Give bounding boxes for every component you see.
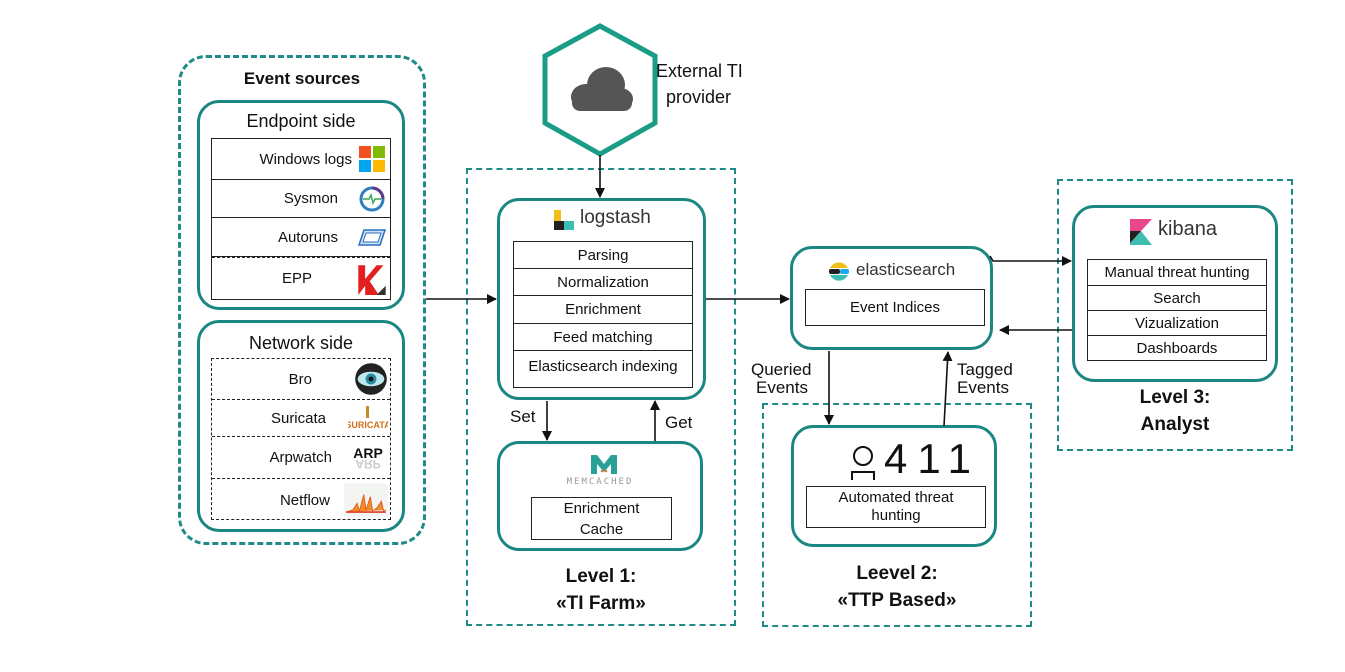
memcached-logo-text: MEMCACHED: [566, 477, 634, 487]
network-sources-table: Bro Suricata SURICATA Arpwatch ARP ARP N…: [211, 358, 391, 520]
source-row-autoruns: Autoruns: [212, 218, 390, 257]
level1-ti-farm-group: [466, 168, 736, 626]
kibana-title: kibana: [1158, 218, 1217, 240]
automated-hunting-box: Automated threat hunting: [806, 486, 986, 528]
external-ti-label-line2: provider: [666, 87, 732, 107]
external-ti-label-line1: External TI: [656, 61, 743, 81]
queried-events-line1: Queried: [751, 360, 812, 379]
source-row-sysmon: Sysmon: [212, 180, 390, 218]
source-label: Suricata: [270, 409, 326, 427]
source-row-epp: EPP: [212, 257, 390, 299]
logstash-step: Normalization: [514, 269, 692, 296]
cloud-icon: [571, 67, 633, 111]
source-row-windows-logs: Windows logs: [212, 139, 390, 180]
kibana-feature: Manual threat hunting: [1088, 260, 1266, 286]
network-side-title: Network side: [248, 333, 354, 353]
source-row-netflow: Netflow: [212, 479, 390, 521]
level1-caption-line1: Level 1:: [565, 566, 637, 587]
bro-eye-logo-icon: [355, 363, 387, 395]
source-row-suricata: Suricata SURICATA: [212, 400, 390, 437]
level1-caption-line2: «TI Farm»: [556, 593, 646, 614]
external-ti-hexagon: [542, 23, 658, 157]
tagged-events-label: Tagged Events: [957, 361, 1013, 397]
svg-text:ARP: ARP: [353, 445, 383, 461]
level2-ttp-group: [762, 403, 1032, 627]
logstash-logo-icon: [554, 210, 574, 230]
level3-analyst-group: [1057, 179, 1293, 451]
source-row-bro: Bro: [212, 359, 390, 400]
endpoint-side-title: Endpoint side: [246, 111, 356, 131]
queried-events-label: Queried Events: [751, 361, 811, 397]
automated-hunting-line1: Automated threat: [838, 489, 954, 506]
queried-events-line2: Events: [756, 378, 808, 397]
elasticsearch-title: elasticsearch: [856, 260, 956, 279]
source-label: Bro: [288, 370, 312, 388]
logstash-step: Elasticsearch indexing: [528, 358, 678, 375]
event-indices-box: Event Indices: [805, 289, 985, 326]
source-label: Netflow: [279, 491, 330, 509]
level3-caption: Level 3: Analyst: [1057, 384, 1293, 438]
automated-hunting-line2: hunting: [871, 507, 921, 524]
source-row-arpwatch: Arpwatch ARP ARP: [212, 437, 390, 479]
arp-logo-icon: ARP ARP: [353, 445, 383, 471]
level2-caption: Leevel 2: «TTP Based»: [762, 560, 1032, 614]
svg-text:SURICATA: SURICATA: [348, 420, 388, 430]
source-label: Sysmon: [283, 190, 338, 207]
kibana-features-table: Manual threat hunting Search Vizualizati…: [1087, 259, 1267, 361]
level3-caption-line2: Analyst: [1140, 414, 1210, 435]
logstash-title: logstash: [580, 207, 651, 228]
source-label: Autoruns: [277, 228, 338, 246]
set-label: Set: [510, 407, 536, 426]
source-label: Windows logs: [259, 150, 352, 168]
source-label: EPP: [281, 270, 312, 287]
kibana-feature: Vizualization: [1088, 311, 1266, 336]
tagged-events-line1: Tagged: [957, 360, 1013, 379]
logstash-step: Enrichment: [514, 296, 692, 324]
windows-logo-icon: [359, 146, 385, 172]
autoruns-logo-icon: [358, 229, 386, 246]
external-ti-label: External TI provider: [656, 58, 743, 110]
kibana-logo-icon: [1130, 219, 1152, 245]
kibana-feature: Dashboards: [1136, 339, 1218, 357]
level3-caption-line1: Level 3:: [1139, 387, 1211, 408]
netflow-chart-icon: [344, 483, 388, 517]
suricata-logo-icon: SURICATA: [348, 406, 388, 430]
enrichment-cache-box: Enrichment Cache: [531, 497, 672, 540]
get-label: Get: [665, 413, 693, 432]
enrichment-cache-line1: Enrichment: [563, 500, 640, 517]
elasticsearch-logo-icon: [829, 262, 849, 281]
event-sources-group: [178, 55, 426, 545]
level2-caption-line1: Leevel 2:: [856, 563, 938, 584]
logstash-step: Parsing: [514, 242, 692, 269]
logstash-steps-table: Parsing Normalization Enrichment Feed ma…: [513, 241, 693, 388]
endpoint-sources-table: Windows logs Sysmon Autoruns EPP: [211, 138, 391, 300]
source-label: Arpwatch: [269, 449, 332, 466]
411-logo-text: 411: [884, 435, 981, 482]
level1-caption: Level 1: «TI Farm»: [466, 563, 736, 617]
svg-text:ARP: ARP: [355, 457, 380, 471]
enrichment-cache-line2: Cache: [579, 521, 624, 538]
411-logo-icon: [851, 446, 875, 480]
kibana-feature: Search: [1088, 286, 1266, 311]
logstash-step: Feed matching: [514, 324, 692, 351]
kaspersky-logo-icon: [358, 264, 386, 295]
sysmon-logo-icon: [359, 186, 385, 211]
memcached-logo-icon: [591, 455, 617, 474]
event-sources-title: Event sources: [243, 69, 361, 88]
tagged-events-line2: Events: [957, 378, 1009, 397]
level2-caption-line2: «TTP Based»: [837, 590, 957, 611]
